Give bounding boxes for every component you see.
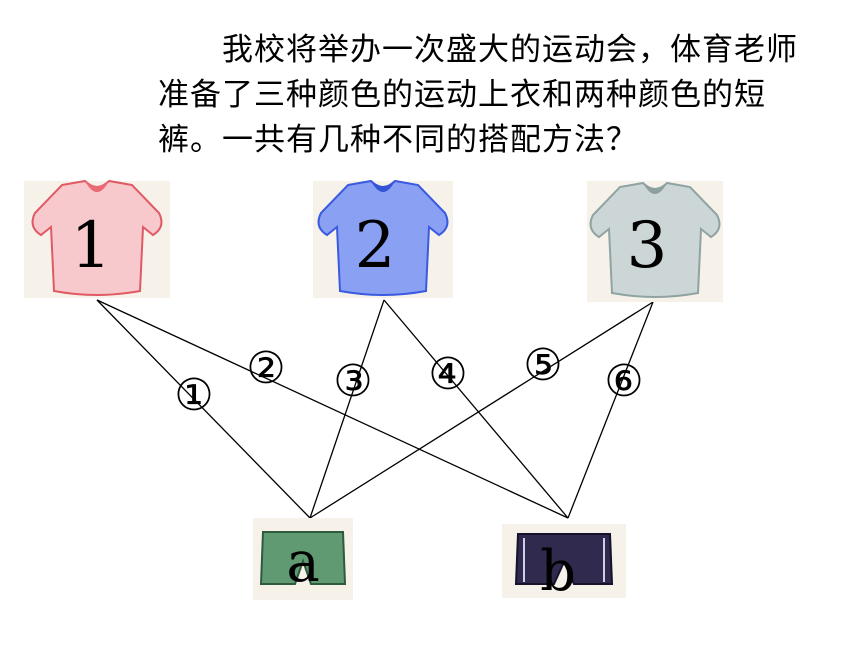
shirt-label: 3 xyxy=(627,209,668,283)
connection-line-1 xyxy=(96,299,311,519)
shorts-label: a xyxy=(286,530,319,595)
shirt-label: 2 xyxy=(355,209,396,283)
shirt-2: 2 xyxy=(313,180,453,298)
combination-label-6: ⑥ xyxy=(604,356,643,407)
connection-lines xyxy=(96,299,654,519)
connection-line-5 xyxy=(309,301,654,519)
shorts-a: a xyxy=(253,518,353,600)
shorts-label: b xyxy=(540,539,576,604)
shirt-collar xyxy=(371,181,395,192)
connection-line-2 xyxy=(96,299,569,519)
problem-text: 我校将举办一次盛大的运动会，体育老师准备了三种颜色的运动上衣和两种颜色的短裤。一… xyxy=(158,32,798,158)
shirt-collar xyxy=(85,181,109,192)
shirt-1: 1 xyxy=(24,180,170,298)
connection-line-6 xyxy=(567,301,654,519)
shirt-collar xyxy=(643,183,667,194)
combination-label-4: ④ xyxy=(428,349,467,400)
combination-label-3: ③ xyxy=(333,356,372,407)
shorts-body xyxy=(259,531,347,585)
shorts-body xyxy=(514,533,614,585)
shorts-b: b xyxy=(502,524,626,604)
connection-line-3 xyxy=(309,299,385,519)
combination-label-1: ① xyxy=(174,370,213,421)
shirt-label: 1 xyxy=(71,209,112,283)
connection-line-4 xyxy=(383,299,569,519)
combination-label-2: ② xyxy=(246,343,285,394)
combination-label-5: ⑤ xyxy=(523,340,562,391)
shirt-3: 3 xyxy=(587,181,723,302)
